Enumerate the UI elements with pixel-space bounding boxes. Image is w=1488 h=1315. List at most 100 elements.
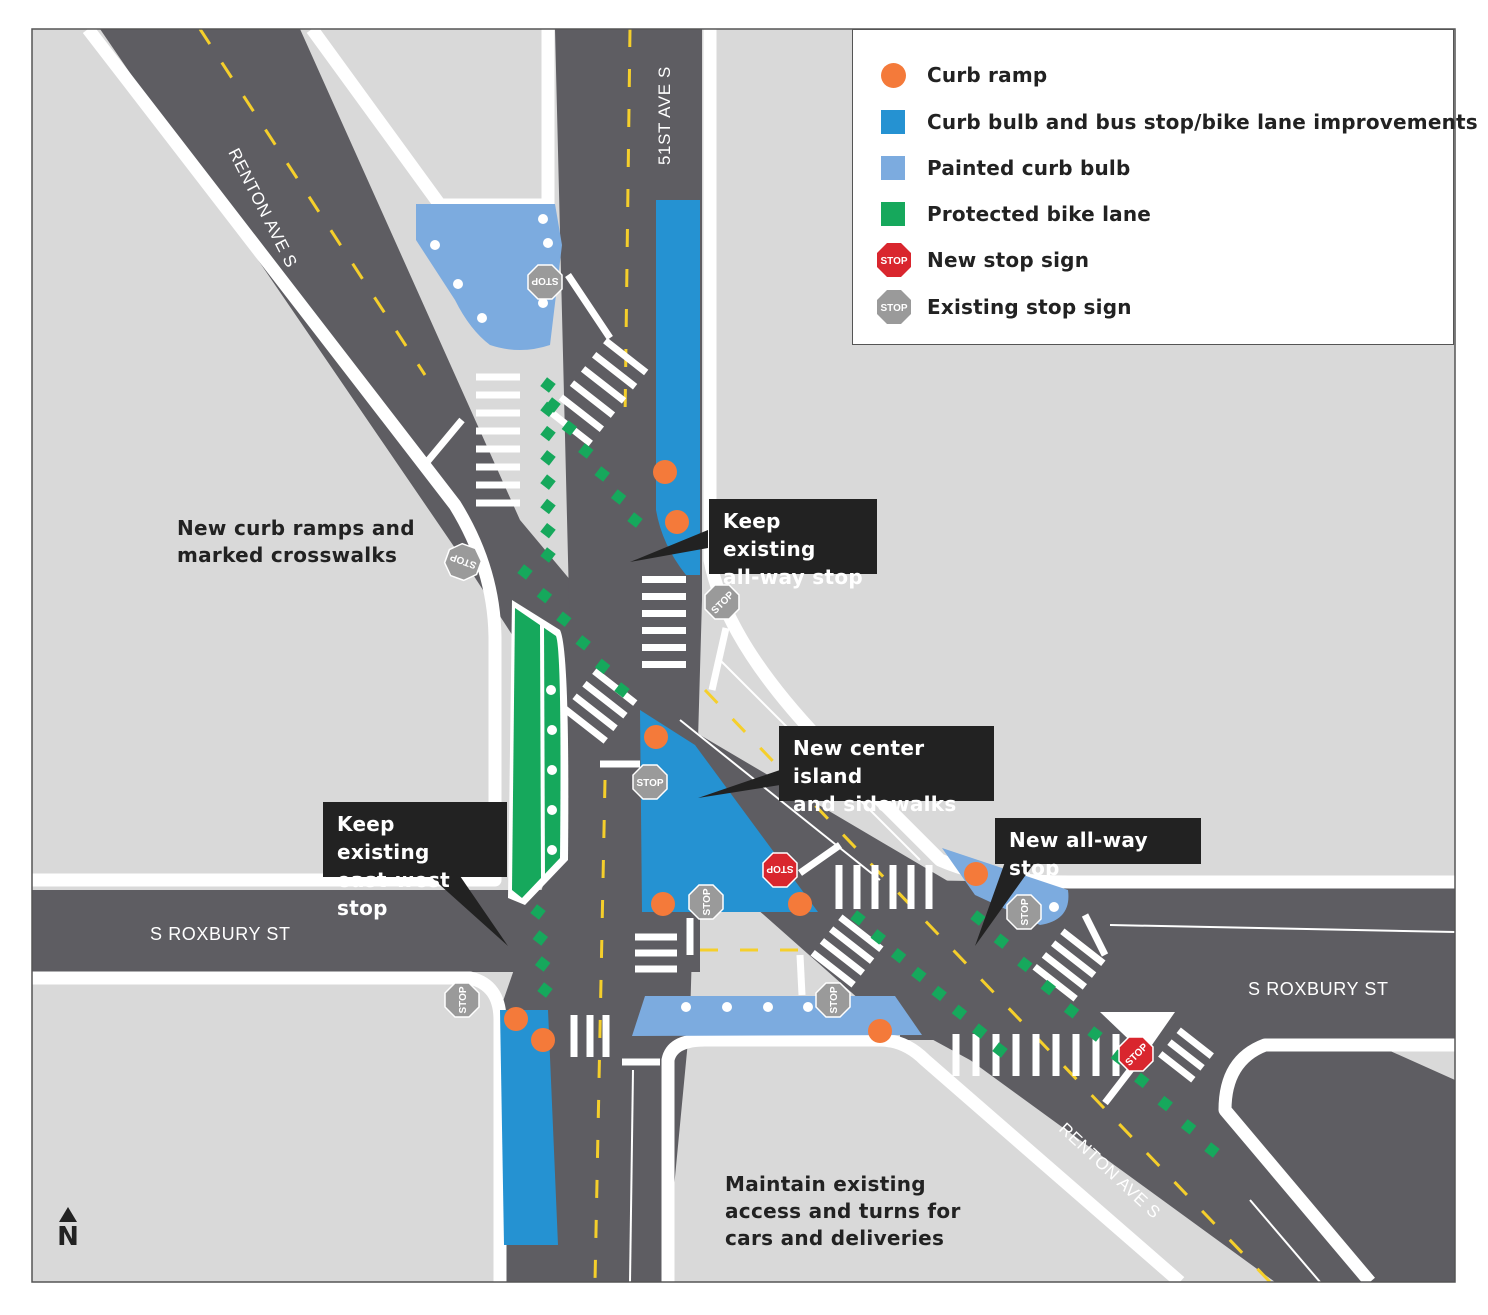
street-label-51st: 51ST AVE S: [655, 66, 674, 165]
white-dot: [547, 845, 557, 855]
stop-sign-text: STOP: [1020, 898, 1031, 925]
legend-item-existing-stop-sign: STOP Existing stop sign: [877, 290, 1132, 324]
note-curb-ramps-crosswalks: New curb ramps and marked crosswalks: [177, 516, 415, 567]
white-dot: [547, 725, 557, 735]
bike-route-dot: [1087, 1026, 1103, 1042]
crosswalk: [835, 865, 933, 909]
bike-route-dot: [556, 611, 572, 627]
legend-item-new-stop-sign: STOP New stop sign: [877, 243, 1089, 277]
crosswalk-bar: [591, 351, 638, 390]
curb-ramp: [653, 460, 677, 484]
callout-keep-east-west-stop: Keep existing east-west stop: [323, 802, 507, 920]
painted-curb-bulb-north: [416, 204, 562, 350]
stop-bar: [797, 842, 843, 876]
crosswalk-bar: [1050, 940, 1097, 978]
bike-route-dot: [971, 1023, 988, 1039]
street-label-roxbury-west: S ROXBURY ST: [150, 924, 291, 944]
white-dot: [546, 685, 556, 695]
new-stop-sign: STOP: [762, 852, 798, 888]
bike-route-dot: [890, 947, 907, 964]
bike-route-dot: [575, 635, 591, 651]
bike-route-dot: [911, 966, 927, 983]
crosswalk-bar: [476, 463, 520, 471]
north-label: N: [57, 1222, 79, 1252]
crosswalk-bar: [602, 1015, 610, 1057]
crosswalk-bar: [853, 865, 861, 909]
north-arrow: N: [55, 1207, 81, 1252]
lane-line-3: [1109, 924, 1455, 933]
white-dot: [543, 238, 553, 248]
crosswalk-bar: [871, 865, 879, 909]
curb-bulb-sw: [500, 1010, 558, 1245]
curb-bulb-se-corner: [1100, 1012, 1175, 1055]
bike-route-dot: [951, 1004, 968, 1021]
bike-route-dot: [578, 443, 594, 459]
white-dot: [722, 1002, 732, 1012]
white-dot: [430, 240, 440, 250]
bike-route-dot: [1157, 1095, 1173, 1112]
legend-label: Curb bulb and bus stop/bike lane improve…: [927, 110, 1478, 134]
legend-label: Existing stop sign: [927, 295, 1132, 319]
existing-stop-sign: STOP: [444, 982, 480, 1018]
crosswalk-bar: [642, 661, 686, 668]
bike-route-dot: [1063, 1003, 1080, 1019]
stop-bar: [1081, 913, 1109, 957]
existing-stop-sign: STOP: [688, 884, 724, 920]
crosswalk-bar: [1041, 952, 1088, 990]
crosswalk: [635, 933, 677, 973]
crosswalk-bar: [582, 680, 628, 719]
crosswalk-bar: [835, 865, 843, 909]
north-arrow-icon: [59, 1207, 77, 1222]
legend-item-painted-curb-bulb: Painted curb bulb: [877, 151, 1130, 185]
crosswalk-bar: [1052, 1034, 1060, 1076]
bike-route-dot: [540, 522, 556, 539]
crosswalk-bar: [570, 1015, 578, 1057]
note-maintain-access: Maintain existing access and turns for c…: [725, 1172, 961, 1250]
bike-route-dot: [610, 489, 627, 505]
stop-sign-text: STOP: [829, 986, 840, 1013]
crosswalk-bar: [642, 593, 686, 600]
bike-route-dot: [594, 658, 611, 675]
bike-route-dot: [561, 420, 578, 436]
crosswalk-bar: [1032, 1034, 1040, 1076]
crosswalk-bar: [907, 865, 915, 909]
crosswalk-bar: [592, 668, 638, 706]
crosswalk-bar: [819, 938, 866, 976]
white-dot: [547, 805, 557, 815]
white-dot: [803, 1002, 813, 1012]
crosswalk-bar: [635, 949, 677, 957]
bike-route-dot: [970, 910, 986, 926]
bike-route-dot: [545, 397, 561, 413]
crosswalk-bar: [1072, 1034, 1080, 1076]
bike-route-dot: [993, 933, 1010, 949]
bike-route-dot: [517, 564, 533, 580]
crosswalk-bar: [562, 706, 608, 744]
bike-route-dot: [594, 466, 610, 482]
white-dot: [453, 279, 463, 289]
crosswalk-bar: [476, 481, 520, 489]
white-dot: [681, 1002, 691, 1012]
curb-ramp: [531, 1028, 555, 1052]
curb-ramp: [504, 1007, 528, 1031]
lane-line-5: [629, 1069, 634, 1282]
stop-sign-text: STOP: [531, 275, 558, 286]
bike-lane-fill: [512, 608, 561, 898]
existing-stop-sign: STOP: [704, 584, 740, 620]
crosswalk-bar: [1092, 1034, 1100, 1076]
crosswalk: [570, 1015, 610, 1057]
curb-ramp: [868, 1019, 892, 1043]
stop-sign-text: STOP: [702, 888, 713, 915]
crosswalk-bar: [642, 576, 686, 583]
crosswalk-bar: [828, 926, 875, 964]
bike-route-dot: [540, 547, 556, 563]
crosswalk-bar: [1032, 963, 1078, 1002]
crosswalk-bar: [476, 427, 520, 435]
curb-ramp: [665, 510, 689, 534]
light-blue-square-icon: [881, 156, 905, 180]
existing-stop-sign: STOP: [443, 542, 483, 582]
crosswalk-bar: [1167, 1039, 1205, 1071]
bike-route-dot: [536, 587, 553, 604]
bike-route-dot: [540, 377, 556, 393]
legend-item-protected-bike-lane: Protected bike lane: [877, 197, 1151, 231]
bike-route-dot: [1180, 1119, 1197, 1135]
